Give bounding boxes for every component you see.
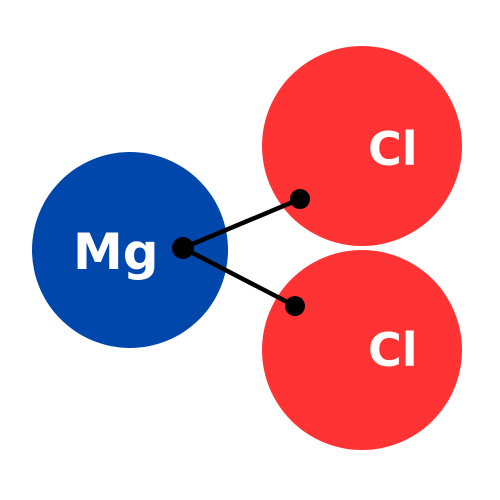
chlorine-label-bottom: Cl: [368, 323, 418, 377]
bond-endpoint-cl-bottom: [285, 296, 305, 316]
chlorine-atom-bottom: [262, 250, 462, 450]
bond-mg-cl-top: [180, 196, 303, 251]
magnesium-atom: [32, 152, 228, 348]
bond-endpoint-cl-top: [290, 189, 310, 209]
chlorine-atom-top: [262, 46, 462, 246]
magnesium-label: Mg: [73, 223, 159, 281]
chlorine-label-top: Cl: [368, 122, 418, 176]
bond-mg-cl-bottom: [180, 245, 298, 309]
bond-endpoint-mg: [172, 237, 194, 259]
